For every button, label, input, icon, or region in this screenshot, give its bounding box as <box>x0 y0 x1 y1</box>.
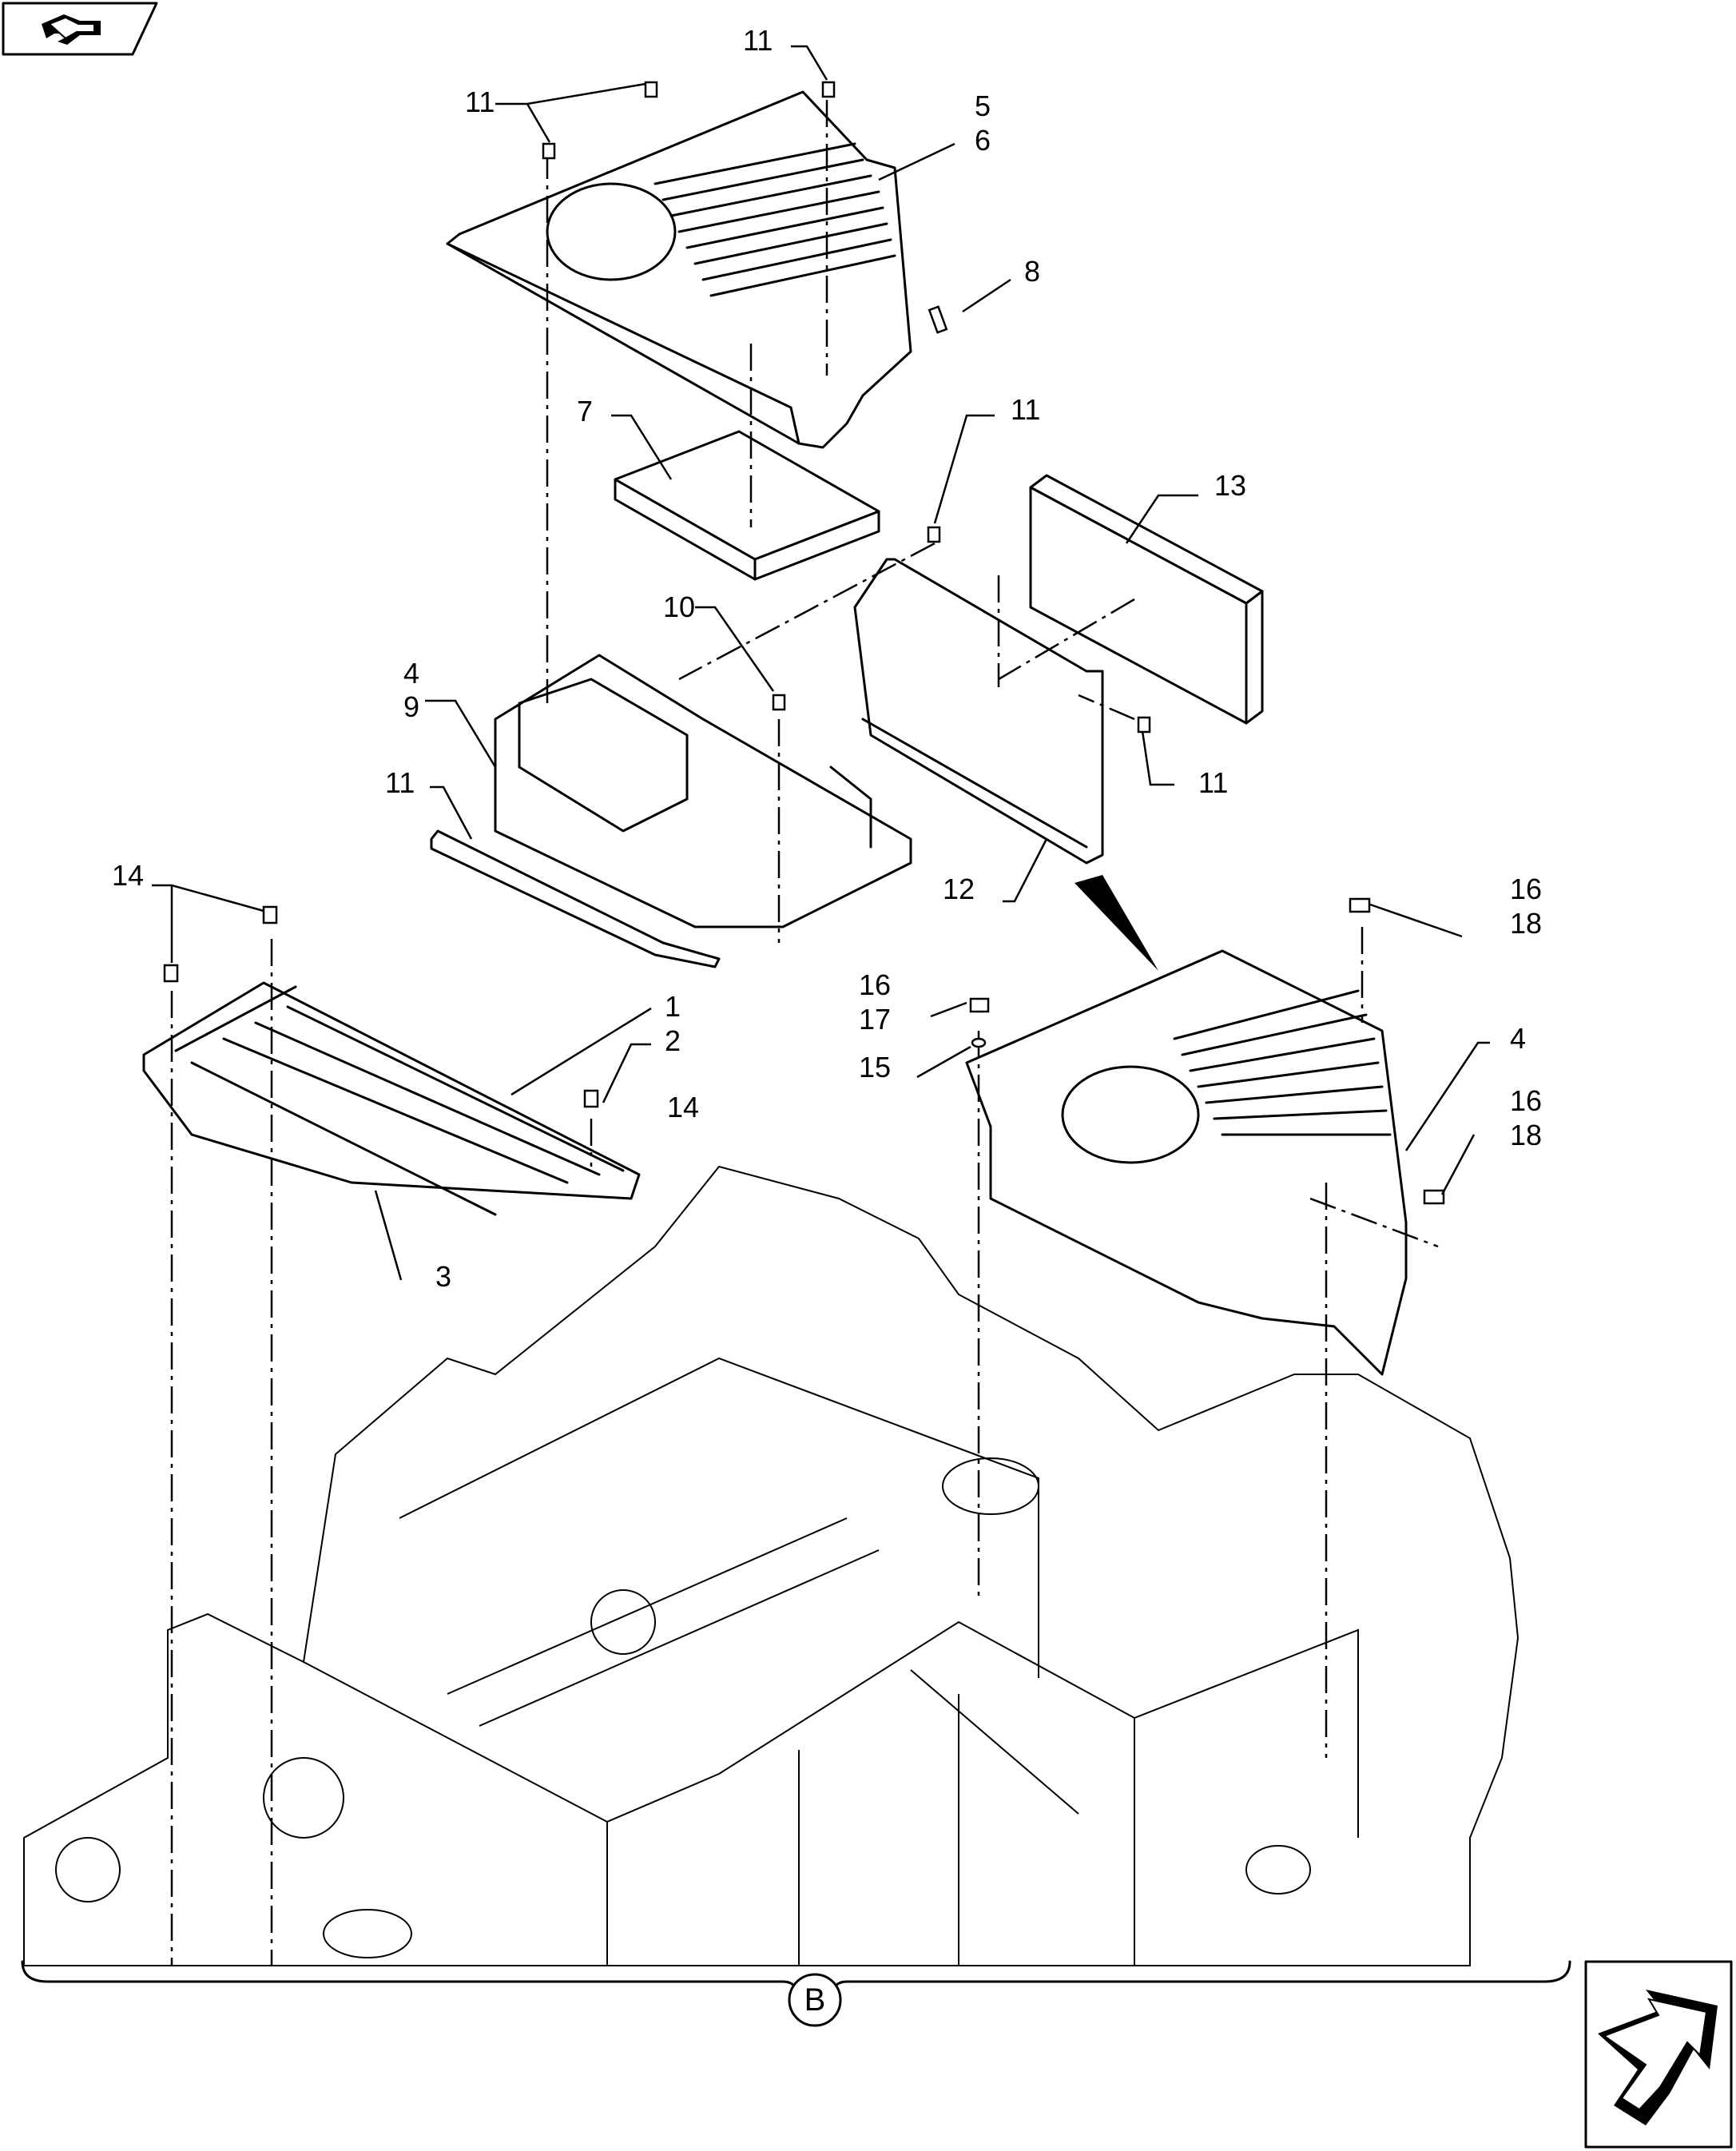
callout-16: 16 <box>1510 873 1542 905</box>
section-marker-circle <box>788 1973 842 2027</box>
callout-4: 4 <box>1510 1022 1526 1055</box>
callout-18: 18 <box>1510 1119 1542 1151</box>
callout-7: 7 <box>577 395 593 427</box>
bolt-icon <box>1349 897 1371 913</box>
callout-9: 9 <box>403 690 419 723</box>
bolt-icon <box>542 142 556 160</box>
bolt-icon <box>927 526 941 543</box>
previous-page-arrow-icon[interactable] <box>2 2 158 56</box>
callout-14: 14 <box>667 1091 699 1123</box>
assembled-cover <box>965 875 1408 1376</box>
bolts <box>163 81 1445 1205</box>
bolt-icon <box>821 81 836 98</box>
washer-icon <box>971 1037 987 1048</box>
callout-11: 10 <box>663 590 695 623</box>
bolt-icon <box>969 997 990 1013</box>
step-grate <box>142 981 641 1216</box>
callout-10: 11 <box>385 766 415 799</box>
bracket-panel-12 <box>853 558 1104 865</box>
leader-lines <box>152 45 1490 1281</box>
bolt-icon <box>1137 716 1151 734</box>
callout-labels: 11 11 5 6 8 7 11 13 11 4 9 10 11 12 14 1… <box>112 24 1542 2018</box>
section-marker-label: B <box>804 1982 826 2018</box>
callout-16: 16 <box>1510 1084 1542 1117</box>
callout-15: 15 <box>859 1051 891 1083</box>
callout-13: 13 <box>1214 469 1246 502</box>
bolt-icon <box>262 905 278 924</box>
bracket-box <box>494 654 912 928</box>
next-page-arrow-icon[interactable] <box>1584 1960 1733 2149</box>
callout-14: 14 <box>112 859 144 892</box>
callout-1: 1 <box>665 990 681 1023</box>
callout-11: 11 <box>465 85 495 118</box>
foam-block-13 <box>1029 474 1264 725</box>
strip-10 <box>430 829 721 968</box>
machine-frame <box>23 1165 1519 1966</box>
callout-18: 18 <box>1510 907 1542 940</box>
callout-11: 11 <box>1011 393 1040 426</box>
callout-12: 12 <box>943 873 975 905</box>
bolt-icon <box>772 694 786 711</box>
alignment-lines <box>170 100 1439 1966</box>
bolt-icon <box>163 964 179 983</box>
bolt-icon <box>1423 1189 1445 1205</box>
callout-3: 3 <box>435 1260 451 1293</box>
callout-11: 11 <box>1198 766 1228 799</box>
bolt-icon <box>583 1089 599 1108</box>
bolt-icon <box>644 81 658 98</box>
callout-11: 11 <box>743 24 773 57</box>
spring-pin-icon <box>928 305 948 334</box>
callout-17: 17 <box>859 1003 891 1036</box>
foam-pad-7 <box>614 430 880 581</box>
callout-4: 4 <box>403 657 419 690</box>
callout-8: 8 <box>1024 255 1040 288</box>
callout-2: 2 <box>665 1024 681 1057</box>
top-cover-plate <box>446 90 912 449</box>
callout-5: 5 <box>975 89 991 122</box>
section-bracket <box>21 1960 1571 2027</box>
callout-6: 6 <box>975 124 991 157</box>
callout-16: 16 <box>859 968 891 1001</box>
